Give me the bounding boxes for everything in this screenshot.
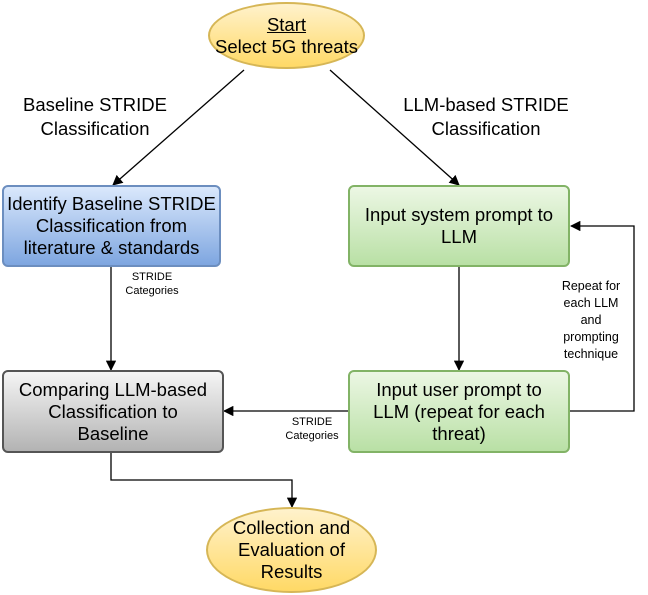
baseline-stride-label-line-1: Baseline STRIDE [23,94,167,115]
start-title: Start [266,13,307,35]
collection-line-1: Collection and [232,517,351,538]
system-prompt-line-1: Input system prompt to [364,204,554,225]
stride-categories-left-line-2: Categories [125,285,179,297]
identify-baseline-node[interactable]: Identify Baseline STRIDE Classification … [2,185,221,267]
start-node[interactable]: Start Select 5G threats [208,2,365,69]
repeat-loop-line-4: prompting [563,330,619,344]
llm-stride-label-line-2: Classification [431,118,541,139]
stride-categories-label-left: STRIDE Categories [112,270,192,298]
comparing-line-1: Comparing LLM-based [18,378,208,400]
collection-line-3: Results [260,561,323,582]
collection-line-2: Evaluation of [238,539,345,560]
collection-node[interactable]: Collection and Evaluation of Results [206,507,377,593]
baseline-stride-label-line-2: Classification [40,118,150,139]
repeat-loop-label: Repeat for each LLM and prompting techni… [548,278,634,363]
llm-stride-label-line-1: LLM-based STRIDE [403,94,569,115]
repeat-loop-line-5: technique [563,347,619,361]
stride-categories-bottom-line-2: Categories [285,430,339,442]
llm-stride-label: LLM-based STRIDE Classification [380,93,592,141]
comparing-line-3: Baseline [77,422,149,444]
identify-baseline-line-3: literature & standards [23,237,200,258]
edge-repeat-loop [569,220,635,412]
start-label: Select 5G threats [215,35,358,57]
stride-categories-bottom-line-1: STRIDE [291,416,333,428]
identify-baseline-line-2: Classification from [35,215,188,236]
user-prompt-line-1: Input user prompt to [376,378,542,400]
stride-categories-label-bottom: STRIDE Categories [272,415,352,443]
comparing-line-2: Classification to [48,400,178,422]
user-prompt-line-2: LLM (repeat for each [373,400,545,422]
comparing-node[interactable]: Comparing LLM-based Classification to Ba… [2,370,224,453]
repeat-loop-line-2: each LLM [563,296,619,310]
user-prompt-line-3: threat) [432,422,486,444]
edge-start-to-baseline [112,69,245,186]
baseline-stride-label: Baseline STRIDE Classification [0,93,190,141]
system-prompt-line-2: LLM [441,226,477,247]
edge-comparing-to-collection [110,453,298,509]
repeat-loop-line-1: Repeat for [561,279,621,293]
edge-start-to-system-prompt [329,69,460,186]
identify-baseline-line-1: Identify Baseline STRIDE [7,193,216,214]
stride-categories-left-line-1: STRIDE [131,271,173,283]
repeat-loop-line-3: and [580,313,602,327]
system-prompt-node[interactable]: Input system prompt to LLM [348,185,570,267]
user-prompt-node[interactable]: Input user prompt to LLM (repeat for eac… [348,370,570,453]
